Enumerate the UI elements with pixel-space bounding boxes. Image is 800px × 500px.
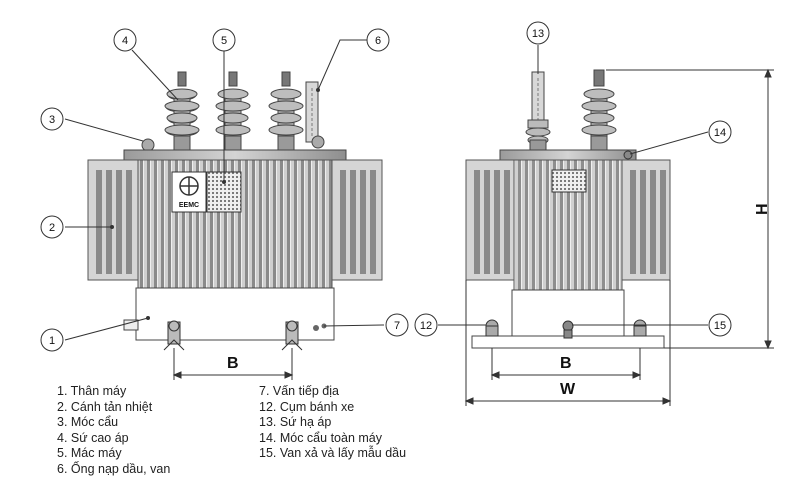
callout-7: 7 xyxy=(385,313,409,337)
callout-3: 3 xyxy=(40,107,64,131)
svg-text:7: 7 xyxy=(394,320,400,332)
callout-13: 13 xyxy=(526,21,550,45)
legend-right: 7. Vấn tiếp địa 12. Cụm bánh xe 13. Sứ h… xyxy=(259,384,406,462)
svg-text:2: 2 xyxy=(49,222,55,234)
side-view xyxy=(465,69,671,349)
legend-left: 1. Thân máy 2. Cánh tản nhiệt 3. Móc cẩu… xyxy=(57,384,170,478)
side-nameplate xyxy=(551,169,587,193)
callout-2: 2 xyxy=(40,215,64,239)
callout-14: 14 xyxy=(708,120,732,144)
side-wheels xyxy=(485,319,647,337)
side-lifting-hook xyxy=(623,150,633,160)
callout-leaders xyxy=(64,39,709,341)
svg-text:5: 5 xyxy=(221,35,227,47)
svg-text:13: 13 xyxy=(532,28,544,40)
logo-badge: EEMC xyxy=(171,171,207,213)
lv-bushing xyxy=(525,71,551,151)
legend-item: 3. Móc cẩu xyxy=(57,415,119,430)
logo-text: EEMC xyxy=(179,202,199,209)
tank-cover xyxy=(123,149,347,161)
svg-text:4: 4 xyxy=(122,35,128,47)
callout-6: 6 xyxy=(366,28,390,52)
callout-dots xyxy=(110,88,320,320)
callout-1: 1 xyxy=(40,328,64,352)
tank-body xyxy=(135,287,335,341)
svg-text:3: 3 xyxy=(49,114,55,126)
callout-12: 12 xyxy=(414,313,438,337)
front-wheels xyxy=(163,320,303,351)
oil-filler-pipe xyxy=(305,81,325,149)
callout-5: 5 xyxy=(212,28,236,52)
callout-15: 15 xyxy=(708,313,732,337)
dim-h: H xyxy=(754,203,771,215)
drain-valve xyxy=(562,320,574,339)
callout-circles: 1 2 3 4 5 6 7 12 13 14 15 xyxy=(40,21,732,352)
dim-b-front: B xyxy=(227,355,239,372)
front-radiator-left xyxy=(87,159,139,281)
svg-text:15: 15 xyxy=(714,320,726,332)
dimension-labels: B B W H xyxy=(227,203,771,398)
hv-bushing-3 xyxy=(268,71,304,151)
front-view: EEMC xyxy=(87,71,383,351)
terminal-box xyxy=(123,319,139,331)
legend-item: 13. Sứ hạ áp xyxy=(259,415,332,430)
legend-item: 5. Mác máy xyxy=(57,446,122,461)
legend-item: 4. Sứ cao áp xyxy=(57,430,129,445)
hv-bushing-side xyxy=(581,69,617,151)
legend-item: 14. Móc cẩu toàn máy xyxy=(259,430,382,445)
side-radiator-left xyxy=(465,159,515,281)
side-radiator-right xyxy=(621,159,671,281)
hv-bushings xyxy=(164,71,304,151)
legend-item: 2. Cánh tản nhiệt xyxy=(57,399,153,414)
svg-text:14: 14 xyxy=(714,127,726,139)
hv-bushing-2 xyxy=(215,71,251,151)
dim-w: W xyxy=(560,381,576,398)
side-tank-cover xyxy=(499,149,637,161)
dim-b-side: B xyxy=(560,355,572,372)
front-radiator-right xyxy=(331,159,383,281)
svg-text:1: 1 xyxy=(49,335,55,347)
dimension-lines xyxy=(172,68,774,406)
hv-bushing-1 xyxy=(164,71,200,151)
legend-item: 6. Ống nạp dầu, van xyxy=(57,461,171,476)
callout-4: 4 xyxy=(113,28,137,52)
legend-item: 12. Cụm bánh xe xyxy=(259,399,355,414)
legend-item: 1. Thân máy xyxy=(57,384,127,398)
svg-text:6: 6 xyxy=(375,35,381,47)
svg-text:12: 12 xyxy=(420,320,432,332)
lifting-hook xyxy=(141,138,155,152)
legend-item: 7. Vấn tiếp địa xyxy=(259,384,339,398)
legend-item: 15. Van xả và lấy mẫu dầu xyxy=(259,446,407,461)
